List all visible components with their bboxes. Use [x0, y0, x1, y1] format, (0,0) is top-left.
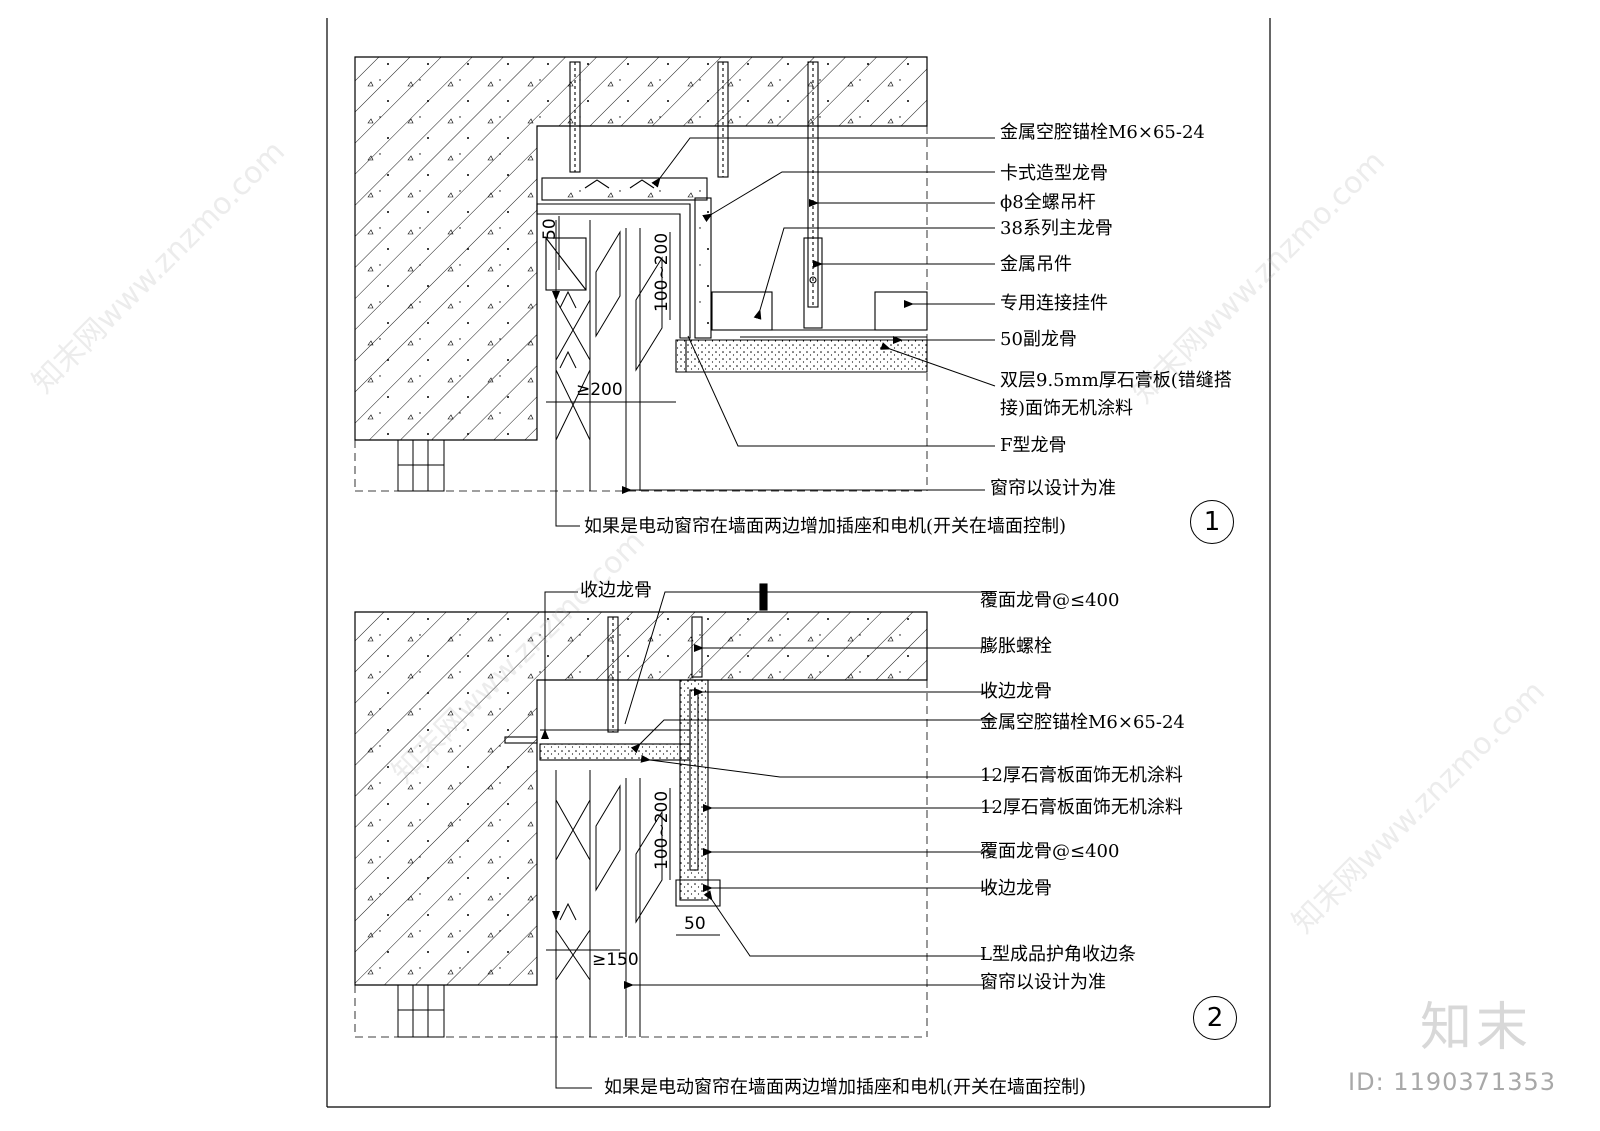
- watermark-logo: 知末: [1419, 998, 1532, 1058]
- detail-1-curtain: [555, 220, 663, 491]
- detail-2-number: 2: [1193, 996, 1237, 1040]
- d1-label-gypsum-line2: 接)面饰无机涂料: [1000, 398, 1134, 419]
- d1-label-metal-hanger: 金属吊件: [1000, 254, 1072, 275]
- d2-label-corner-strip: L型成品护角收边条: [980, 944, 1136, 965]
- d1-label-threaded-rod: ϕ8全螺吊杆: [1000, 192, 1096, 213]
- d1-dim-200: ≥200: [576, 380, 623, 400]
- d1-label-card-keel: 卡式造型龙骨: [1000, 163, 1108, 184]
- d1-label-f-keel: F型龙骨: [1000, 435, 1067, 456]
- d2-dim-150: ≥150: [592, 950, 639, 970]
- d2-label-expansion-bolt: 膨胀螺栓: [980, 636, 1052, 657]
- detail-2-curtain: [555, 770, 663, 1037]
- d2-label-curtain: 窗帘以设计为准: [980, 972, 1106, 993]
- d2-label-edge-keel-2: 收边龙骨: [980, 878, 1052, 899]
- detail-1-ceiling: [536, 177, 928, 373]
- detail-2-leaders: [541, 591, 995, 1089]
- d2-label-cover-keel-2: 覆面龙骨@≤400: [980, 841, 1120, 862]
- d1-label-gypsum-line1: 双层9.5mm厚石膏板(错缝搭: [1000, 370, 1232, 391]
- sheet-frame: [326, 18, 1271, 1108]
- d2-label-edge-keel-1: 收边龙骨: [980, 681, 1052, 702]
- d1-label-sub-keel: 50副龙骨: [1000, 329, 1077, 350]
- d1-dim-100-200: 100~200: [652, 232, 672, 312]
- detail-1-number: 1: [1190, 500, 1234, 544]
- d2-label-gypsum-1: 12厚石膏板面饰无机涂料: [980, 765, 1183, 786]
- d2-label-anchor-bolt: 金属空腔锚栓M6×65-24: [980, 712, 1185, 733]
- detail-1-concrete: [354, 56, 928, 492]
- d2-dim-50: 50: [684, 914, 706, 934]
- d1-label-main-keel: 38系列主龙骨: [1000, 218, 1113, 239]
- d1-note: 如果是电动窗帘在墙面两边增加插座和电机(开关在墙面控制): [584, 516, 1067, 537]
- d1-dim-50: 50: [540, 218, 560, 240]
- d1-label-connector: 专用连接挂件: [1000, 293, 1108, 314]
- d1-label-curtain: 窗帘以设计为准: [990, 478, 1116, 499]
- detail-2-structure: [504, 583, 768, 907]
- d1-label-anchor-bolt: 金属空腔锚栓M6×65-24: [1000, 122, 1205, 143]
- detail-2-outline: [354, 680, 928, 1038]
- d2-note: 如果是电动窗帘在墙面两边增加插座和电机(开关在墙面控制): [604, 1077, 1087, 1098]
- watermark-id: ID: 1190371353: [1348, 1068, 1556, 1096]
- d2-label-cover-keel-1: 覆面龙骨@≤400: [980, 590, 1120, 611]
- detail-1-leaders: [546, 137, 996, 527]
- d2-label-edge-keel-top: 收边龙骨: [580, 580, 652, 601]
- d2-dim-100-200: 100~200: [652, 790, 672, 870]
- detail-2-concrete: [354, 611, 928, 1038]
- d2-label-gypsum-2: 12厚石膏板面饰无机涂料: [980, 797, 1183, 818]
